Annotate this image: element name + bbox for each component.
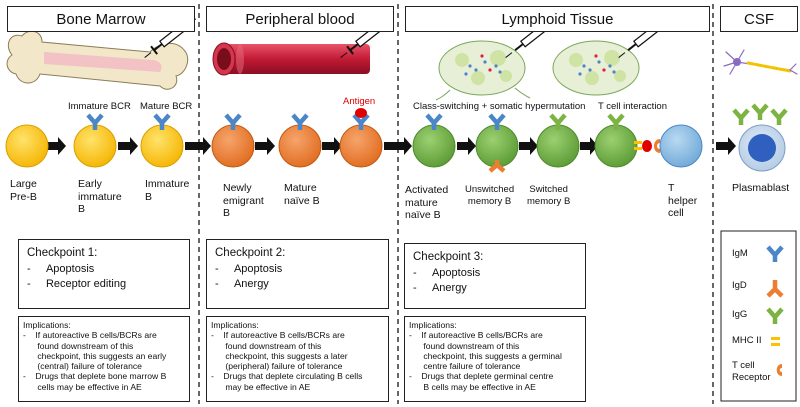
checkpoint-1-title: Checkpoint 1: <box>27 247 98 259</box>
cell-large-pre-b <box>5 124 49 168</box>
checkpoint-2-item: Anergy <box>233 278 269 290</box>
t-cell-receptor-icon <box>654 139 660 153</box>
checkpoint-3-box: Checkpoint 3: - Apoptosis - Anergy <box>404 243 586 309</box>
implications-1-title: Implications: <box>23 320 71 330</box>
bone-icon <box>6 30 189 90</box>
antigen-icon <box>355 108 367 118</box>
implications-2-title: Implications: <box>211 320 259 330</box>
legend-mhc-ii-label: MHC II <box>732 335 762 346</box>
mature-bcr-label: Mature BCR <box>140 101 193 112</box>
mhc-ii-icon <box>771 337 780 340</box>
mhc-ii-icon <box>634 147 642 150</box>
implications-1-box: Implications: - If autoreactive B cells/… <box>18 316 190 402</box>
legend-igg-label: IgG <box>732 309 748 320</box>
cell-plasmablast <box>734 105 786 172</box>
checkpoint-2-title: Checkpoint 2: <box>215 247 286 259</box>
header-peripheral-blood: Peripheral blood <box>206 6 394 32</box>
cell-t-helper <box>659 124 703 168</box>
blood-vessel-icon <box>212 42 370 76</box>
implications-3-title: Implications: <box>409 320 457 330</box>
mhc-ii-icon <box>634 141 642 144</box>
legend-box <box>720 230 797 402</box>
checkpoint-1-item: Apoptosis <box>45 263 95 275</box>
igd-icon <box>766 280 784 298</box>
checkpoint-2-item: Apoptosis <box>233 263 283 275</box>
header-csf: CSF <box>720 6 798 32</box>
checkpoint-1-box: Checkpoint 1: - Apoptosis - Receptor edi… <box>18 239 190 309</box>
header-lymphoid-tissue: Lymphoid Tissue <box>405 6 710 32</box>
cell-immature-b <box>140 115 184 168</box>
antigen-icon <box>642 140 652 152</box>
implications-2-box: Implications: - If autoreactive B cells/… <box>206 316 389 402</box>
cell-mature-naive-b <box>278 115 322 168</box>
checkpoint-2-box: Checkpoint 2: - Apoptosis - Anergy <box>206 239 389 309</box>
checkpoint-3-item: Anergy <box>431 282 467 294</box>
antigen-label: Antigen <box>343 96 376 107</box>
cell-switched-memory-b <box>536 115 580 168</box>
header-bone-marrow: Bone Marrow <box>7 6 195 32</box>
t-cell-receptor-icon <box>776 364 782 376</box>
cell-activated-mature-naive-b <box>412 115 456 168</box>
checkpoint-3-item: Apoptosis <box>431 267 481 279</box>
lymph-node-icon <box>435 40 531 101</box>
implications-3-box: Implications: - If autoreactive B cells/… <box>404 316 586 402</box>
class-switching-label: Class-switching + somatic hypermutation <box>413 101 586 112</box>
lymph-node-icon <box>552 40 640 96</box>
checkpoint-1-item: Receptor editing <box>45 278 127 290</box>
legend-igm-label: IgM <box>732 248 748 259</box>
cell-early-immature-b <box>73 115 117 168</box>
neuron-icon <box>723 49 798 75</box>
label-plasmablast: Plasmablast <box>732 182 790 194</box>
cell-antigen-bound-b <box>339 108 383 168</box>
cell-newly-emigrant-b <box>211 115 255 168</box>
t-cell-interaction-label: T cell interaction <box>598 101 667 112</box>
cell-unswitched-memory-b <box>475 115 519 173</box>
flow-arrows <box>48 137 736 155</box>
checkpoint-3-title: Checkpoint 3: <box>413 251 484 263</box>
immature-bcr-label: Immature BCR <box>68 101 131 112</box>
legend-igd-label: IgD <box>732 280 747 291</box>
cell-t-interacting-b <box>594 115 660 168</box>
